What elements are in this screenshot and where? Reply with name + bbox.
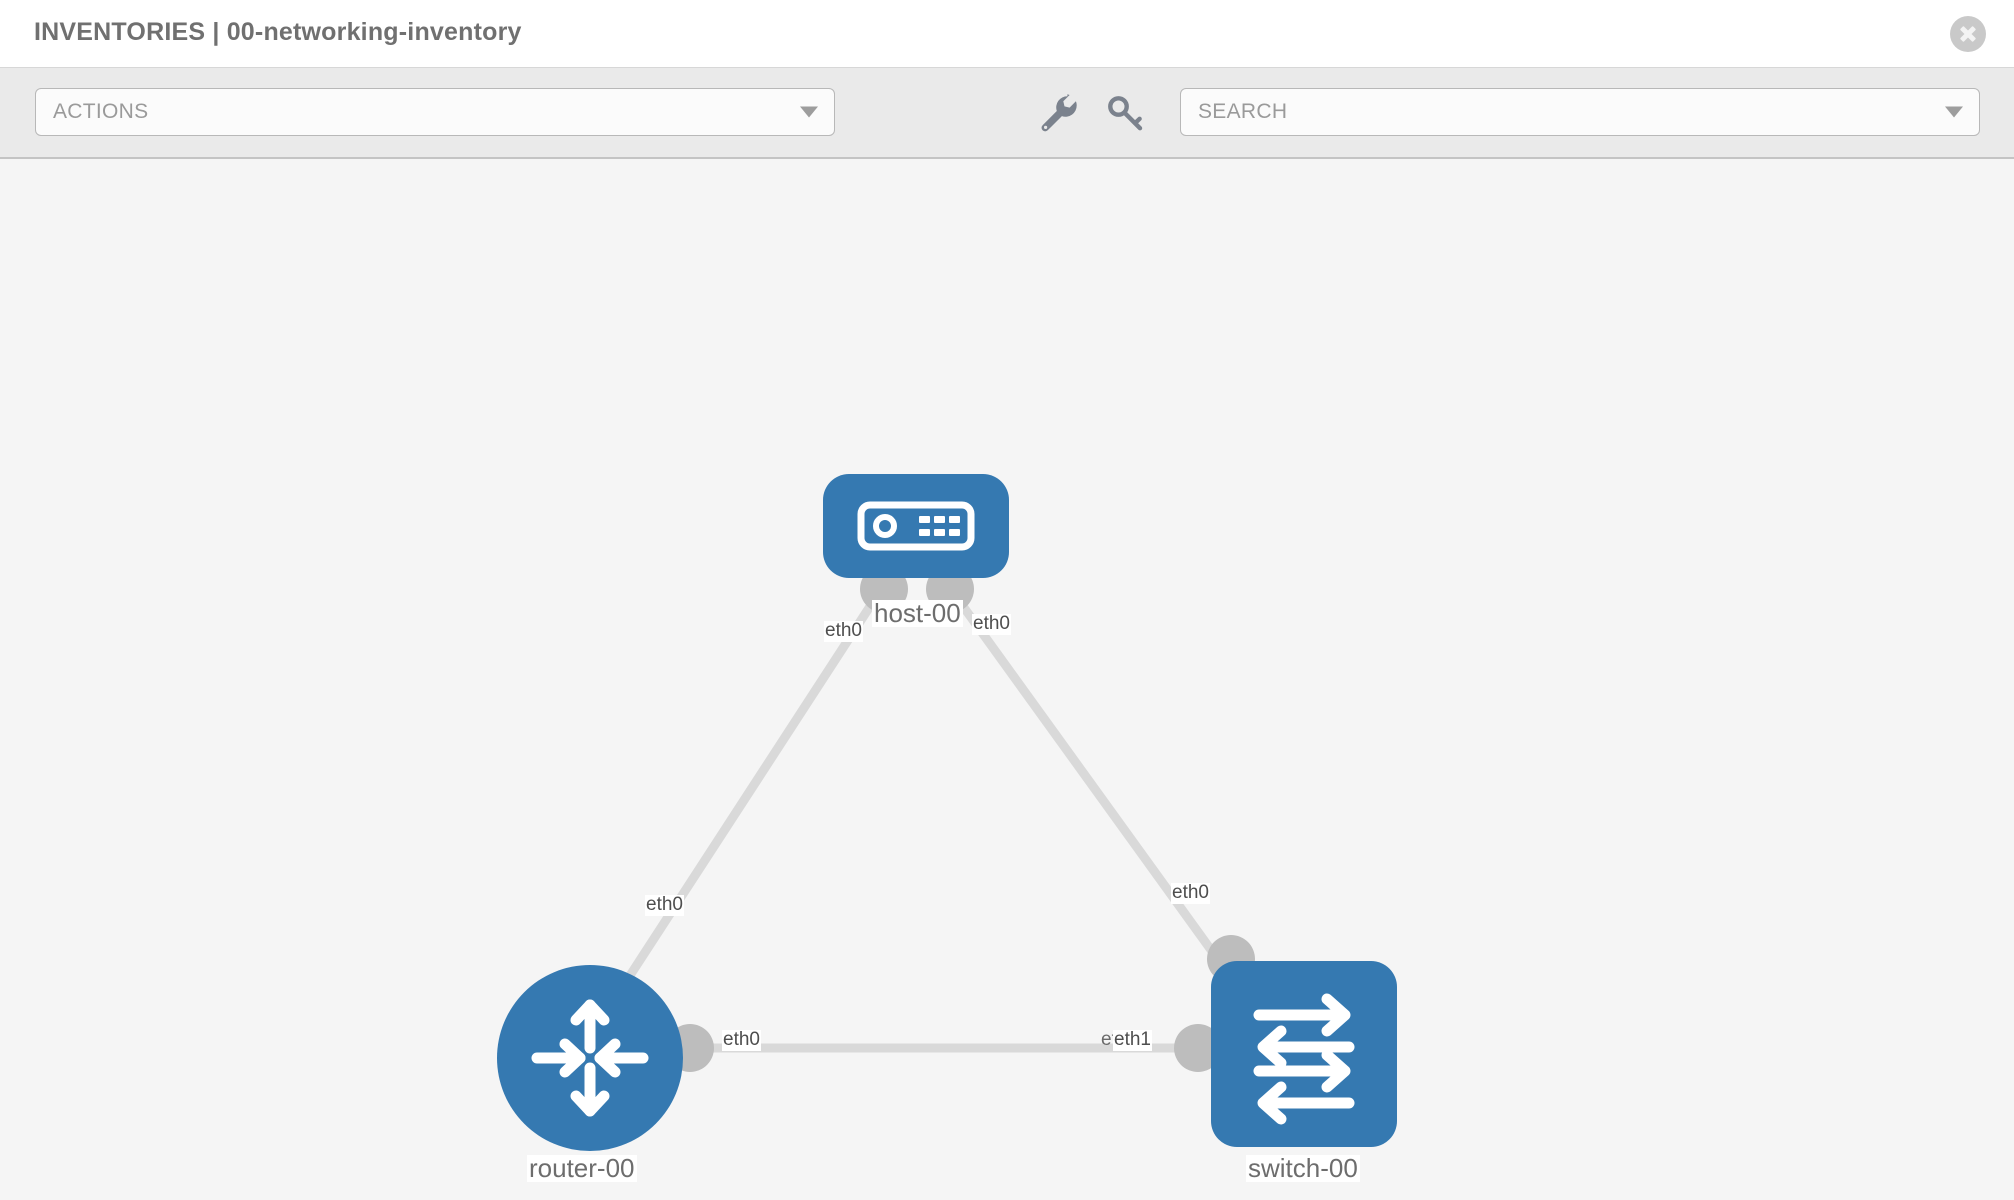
link-host-switch [948,588,1236,982]
port-label-host-left: eth0 [824,620,863,642]
port-label-switch-up: eth0 [1171,882,1210,904]
port-label-router-up: eth0 [645,894,684,916]
actions-dropdown-value: ACTIONS [53,100,149,123]
wrench-icon[interactable] [1037,92,1079,134]
connector-switch-left [1174,1024,1222,1072]
key-icon[interactable] [1104,92,1146,134]
search-placeholder: SEARCH [1198,100,1288,123]
router-arrows-icon [531,999,649,1117]
close-icon[interactable] [1950,16,1986,52]
link-lines [586,588,1236,1053]
link-host-router [586,588,884,1040]
server-appliance-icon [857,501,975,551]
search-input[interactable]: SEARCH [1180,88,1980,136]
topology-node-label-router-00: router-00 [527,1153,637,1183]
page-header: INVENTORIES | 00-networking-inventory [0,0,2014,68]
link-connectors [666,565,1255,1072]
page-title: INVENTORIES | 00-networking-inventory [34,18,522,46]
topology-canvas[interactable]: host-00 eth0 eth0 router-00 eth0 eth0 [0,159,2014,1200]
topology-node-label-host-00: host-00 [872,598,963,628]
topology-node-switch-00[interactable] [1211,961,1397,1147]
port-label-switch-left: eth1 [1113,1029,1152,1051]
switch-arrows-icon [1253,993,1355,1125]
topology-node-host-00[interactable] [823,474,1009,578]
chevron-down-icon [1945,106,1963,118]
toolbar: ACTIONS SEARCH [0,68,2014,159]
port-label-host-right: eth0 [972,613,1011,635]
port-label-router-right: eth0 [722,1029,761,1051]
topology-links-layer [586,565,1255,1072]
chevron-down-icon [800,106,818,118]
topology-node-label-switch-00: switch-00 [1246,1153,1360,1183]
topology-node-router-00[interactable] [497,965,683,1151]
actions-dropdown[interactable]: ACTIONS [35,88,835,136]
